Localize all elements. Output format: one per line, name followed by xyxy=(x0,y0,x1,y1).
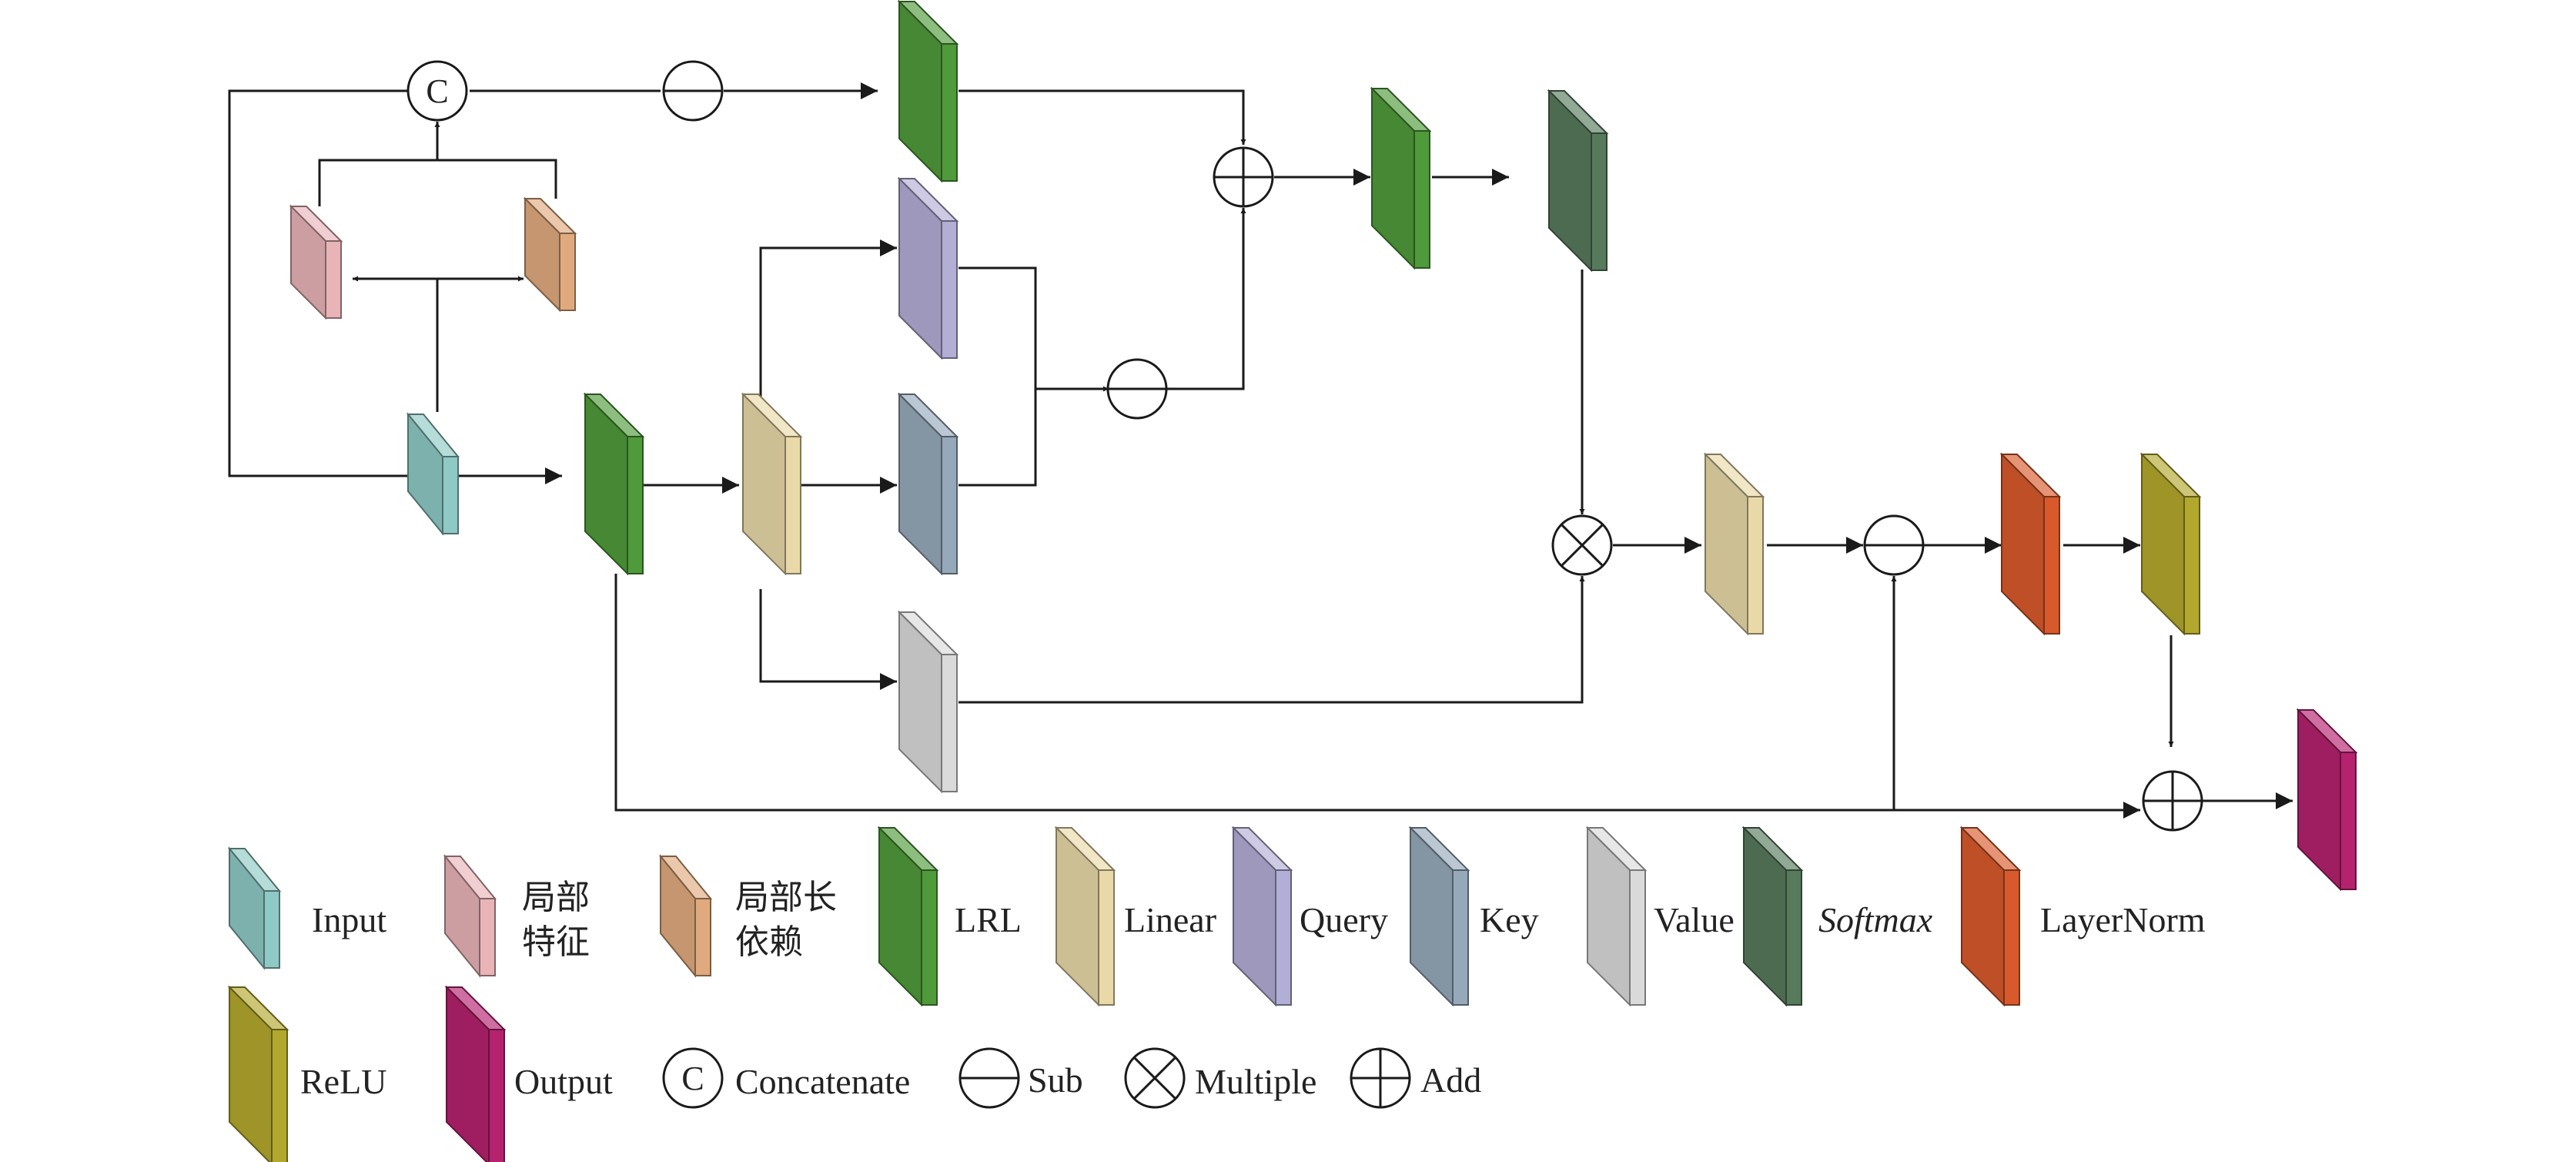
legend-concat-symbol-symbol: C xyxy=(681,1060,704,1097)
legend-local-feature-swatch xyxy=(443,854,497,978)
legend-value-label: Value xyxy=(1654,900,1735,939)
concat-op-symbol: C xyxy=(426,72,448,110)
edge-value-to-mul xyxy=(958,576,1585,704)
sub-op-top xyxy=(662,60,724,122)
edge-lrl-top-to-add xyxy=(958,89,1246,145)
legend-relu-label: ReLU xyxy=(300,1062,386,1101)
legend-lrl-swatch xyxy=(877,825,939,1007)
edge-bottom-skip xyxy=(614,574,2140,819)
legend-multiple-symbol xyxy=(1124,1047,1186,1109)
legend-concatenate-label: Concatenate xyxy=(735,1062,910,1101)
legend-query-swatch xyxy=(1231,825,1293,1007)
legend-add-label: Add xyxy=(1420,1060,1481,1100)
block-linear-right xyxy=(1703,452,1765,636)
edge-skip-left xyxy=(228,89,408,477)
legend-local-long-dependency-label-1: 局部长 xyxy=(735,878,837,917)
legend: Input 局部 特征 局部长 依赖 LRL Linear Query Key … xyxy=(300,878,2206,1101)
block-relu xyxy=(2139,452,2202,636)
legend-output-label: Output xyxy=(514,1062,613,1101)
block-value xyxy=(897,610,959,794)
edge-key-to-sub xyxy=(958,389,1037,487)
legend-relu-swatch xyxy=(227,985,289,1162)
block-input xyxy=(406,412,460,536)
legend-add-symbol xyxy=(1350,1047,1411,1109)
legend-input-label: Input xyxy=(312,900,386,939)
legend-concat-symbol: C xyxy=(662,1047,724,1109)
legend-key-swatch xyxy=(1408,825,1470,1007)
legend-local-feature-label-2: 特征 xyxy=(522,923,590,962)
blocks xyxy=(227,0,2358,1162)
sub-op-right xyxy=(1863,514,1925,576)
legend-linear-swatch xyxy=(1054,825,1116,1007)
legend-sub-label: Sub xyxy=(1028,1060,1083,1100)
sub-op-qk xyxy=(1106,358,1168,420)
edge-local-to-concat xyxy=(318,159,557,206)
legend-query-label: Query xyxy=(1300,900,1388,939)
legend-layernorm-swatch xyxy=(1959,825,2022,1007)
legend-local-feature-label-1: 局部 xyxy=(522,878,590,917)
edge-sub-to-add xyxy=(1166,208,1246,390)
legend-linear-label: Linear xyxy=(1124,900,1216,939)
mul-op xyxy=(1551,514,1613,576)
legend-layernorm-label: LayerNorm xyxy=(2040,900,2206,939)
legend-multiple-label: Multiple xyxy=(1195,1062,1316,1101)
block-lrl-top xyxy=(897,0,959,183)
connections xyxy=(228,82,2293,819)
block-lrl-right xyxy=(1370,86,1432,270)
legend-key-label: Key xyxy=(1480,900,1539,939)
add-op-top xyxy=(1213,146,1274,208)
block-local-feature xyxy=(289,204,343,320)
block-output xyxy=(2296,708,2358,892)
block-query xyxy=(897,176,959,360)
legend-input-swatch xyxy=(227,846,282,970)
edge-query-to-sub xyxy=(958,266,1109,392)
legend-lrl-label: LRL xyxy=(955,900,1022,939)
block-linear-left xyxy=(741,392,803,576)
legend-softmax-swatch xyxy=(1741,825,1804,1007)
block-lrl-left xyxy=(583,392,645,576)
edge-linear-to-query xyxy=(759,239,897,397)
operators: CC xyxy=(406,60,2203,1109)
block-key xyxy=(897,392,959,576)
legend-softmax-label: Softmax xyxy=(1818,900,1933,939)
legend-output-swatch xyxy=(444,985,507,1162)
edge-linear-to-value xyxy=(759,589,897,690)
legend-sub-symbol xyxy=(958,1047,1020,1109)
block-layernorm xyxy=(1999,452,2062,636)
concat-op: C xyxy=(406,60,468,122)
block-softmax xyxy=(1547,89,1609,273)
block-local-long-dependency xyxy=(523,196,577,313)
legend-local-long-dependency-swatch xyxy=(658,854,713,978)
legend-value-swatch xyxy=(1585,825,1648,1007)
legend-local-long-dependency-label-2: 依赖 xyxy=(735,923,803,962)
add-op-bottom xyxy=(2142,770,2203,832)
